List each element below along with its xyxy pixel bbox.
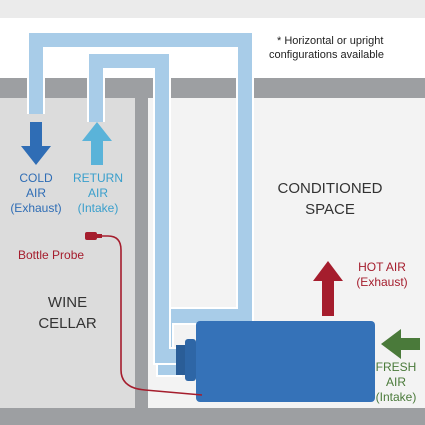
- return-air-line-1: RETURN: [73, 171, 123, 185]
- hot-air-line-1: HOT AIR: [358, 260, 406, 274]
- bottle-probe-label: Bottle Probe: [18, 248, 85, 262]
- return-air-line-2: AIR: [87, 186, 108, 200]
- hot-air-arrow-up-icon: [313, 261, 343, 316]
- return-air-line-3: (Intake): [77, 201, 119, 215]
- cold-air-line-1: COLD: [19, 171, 53, 185]
- fresh-air-line-1: FRESH: [375, 360, 417, 374]
- fresh-air-label: FRESH AIR (Intake): [370, 360, 422, 405]
- fresh-air-line-3: (Intake): [375, 390, 417, 404]
- wine-cellar-label: WINE CELLAR: [0, 292, 135, 334]
- return-air-duct: [89, 54, 182, 363]
- floor-wall: [0, 408, 425, 425]
- wine-cellar-line-1: WINE: [47, 294, 88, 311]
- bottle-probe-icon: [85, 232, 97, 240]
- unit-flange: [185, 339, 196, 381]
- configuration-note-line-1: * Horizontal or upright: [277, 35, 384, 47]
- conditioned-space-line-2: SPACE: [305, 201, 355, 218]
- return-air-arrow-up-icon: [82, 122, 112, 165]
- return-air-label: RETURN AIR (Intake): [66, 171, 130, 216]
- cooling-unit: [196, 321, 375, 402]
- cold-air-line-2: AIR: [25, 186, 46, 200]
- wine-cellar-line-2: CELLAR: [38, 315, 97, 332]
- cold-air-arrow-down-icon: [21, 122, 51, 165]
- cold-air-line-3: (Exhaust): [10, 201, 62, 215]
- probe-cable: [97, 235, 203, 396]
- ceiling-wall: [0, 78, 425, 98]
- conditioned-space-label: CONDITIONED SPACE: [262, 178, 398, 220]
- dividing-wall: [135, 98, 148, 408]
- fresh-air-line-2: AIR: [385, 375, 406, 389]
- conditioned-space-line-1: CONDITIONED: [277, 180, 383, 197]
- wine-cellar-room: [0, 98, 135, 408]
- fresh-air-arrow-left-icon: [381, 329, 420, 359]
- probe-tip: [97, 234, 102, 238]
- cold-air-label: COLD AIR (Exhaust): [4, 171, 68, 216]
- configuration-note-line-2: configurations available: [269, 49, 384, 61]
- top-band: [0, 0, 425, 18]
- hot-air-line-2: (Exhaust): [356, 275, 408, 289]
- hot-air-label: HOT AIR (Exhaust): [348, 260, 416, 290]
- cold-air-duct: [29, 33, 252, 375]
